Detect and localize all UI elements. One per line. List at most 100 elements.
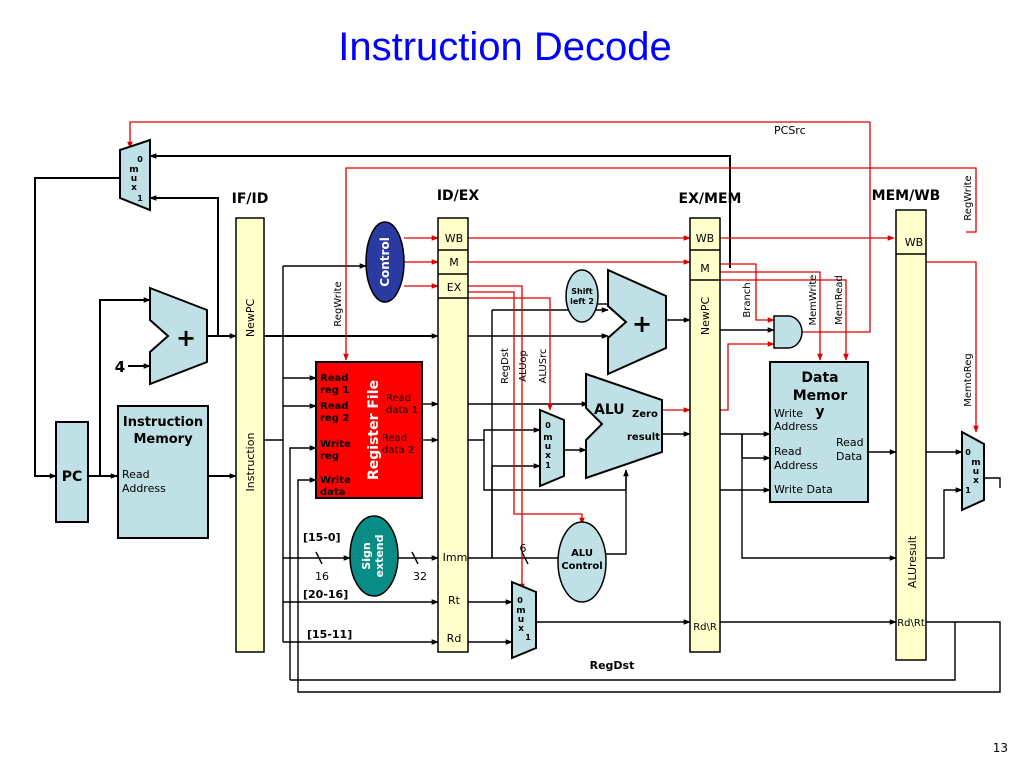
register-file-title: Register File xyxy=(366,380,382,480)
id-ex-register xyxy=(437,217,469,653)
regdst-signal-label: RegDst xyxy=(500,348,511,384)
data-mem-read-label: Read xyxy=(774,445,802,458)
bits-20-16-label: [20-16] xyxy=(303,588,348,601)
id-ex-imm-field: Imm xyxy=(443,551,468,564)
read-data2-label-a: Read xyxy=(382,433,407,444)
mem-wb-label: MEM/WB xyxy=(872,188,941,204)
mem-wb-rd-rt-field: Rd\Rt xyxy=(897,618,925,629)
regdst-mux-m: m xyxy=(516,606,525,616)
alu-control: ALU Control xyxy=(557,521,607,603)
alusrc-mux-u: u xyxy=(545,442,551,452)
alusrc-mux-x: x xyxy=(545,451,551,461)
data-mem-write-address-label: Address xyxy=(774,420,818,433)
read-data2-label-b: data 2 xyxy=(382,445,414,456)
data-mem-title-b: Memor xyxy=(793,388,848,404)
control-wires xyxy=(127,121,979,591)
data-mem-read-data-label-a: Read xyxy=(836,436,864,449)
data-mem-write-label: Write xyxy=(774,407,803,420)
read-reg2-label-b: reg 2 xyxy=(320,413,349,424)
memtoreg-signal-label: MemtoReg xyxy=(963,353,974,407)
constant-four: 4 xyxy=(115,358,125,376)
id-ex-m-field: M xyxy=(449,256,459,269)
data-mem-write-data-label: Write Data xyxy=(774,483,833,496)
mux-input-1-label: 1 xyxy=(137,194,143,203)
data-memory: Data Memor y Write Address Read Address … xyxy=(769,361,869,503)
alu-label: ALU xyxy=(594,402,625,418)
ex-mem-m-field: M xyxy=(700,262,710,275)
instr-mem-address-label: Address xyxy=(122,482,166,495)
write-data-label-a: Write xyxy=(320,475,351,486)
width-16-label: 16 xyxy=(315,570,329,583)
sign-extend-label-b: extend xyxy=(373,535,386,578)
bus-slash-6 xyxy=(521,551,529,565)
ex-mem-register xyxy=(689,217,721,653)
mux-x-label: x xyxy=(131,183,137,193)
mux-input-0-label: 0 xyxy=(137,155,143,164)
memread-signal-label: MemRead xyxy=(834,275,845,325)
mem-wb-wb-field: WB xyxy=(905,236,923,249)
alu-zero-label: Zero xyxy=(632,409,658,420)
read-reg1-label-a: Read xyxy=(320,373,348,384)
regdst-mux-x: x xyxy=(518,624,524,634)
alusrc-mux-1: 1 xyxy=(545,461,551,470)
sign-extend-unit: Sign extend xyxy=(349,515,399,597)
mux-m-label: m xyxy=(129,165,138,175)
memtoreg-mux-u: u xyxy=(973,467,979,477)
memtoreg-mux-x: x xyxy=(973,476,979,486)
width-32-label: 32 xyxy=(413,570,427,583)
write-data-label-b: data xyxy=(320,487,345,498)
data-mem-title-c: y xyxy=(815,404,824,420)
regdst-mux-0: 0 xyxy=(517,596,523,605)
alusrc-signal-label: ALUSrc xyxy=(538,349,549,384)
program-counter: PC xyxy=(55,421,89,523)
ex-mem-wb-field: WB xyxy=(696,232,714,245)
data-mem-title-a: Data xyxy=(801,370,838,386)
id-ex-rd-field: Rd xyxy=(447,632,462,645)
data-mem-read-address-label: Address xyxy=(774,459,818,472)
regdst-mux: 0 m u x 1 xyxy=(511,580,537,660)
ex-mem-label: EX/MEM xyxy=(679,191,742,207)
alu: ALU Zero result xyxy=(585,372,663,480)
bus-slash-16 xyxy=(315,551,323,565)
read-reg2-label-a: Read xyxy=(320,401,348,412)
pc-source-mux: 0 m u x 1 xyxy=(119,138,151,212)
alu-src-mux: 0 m u x 1 xyxy=(539,408,565,488)
datapath-wires xyxy=(34,153,1001,693)
id-ex-label: ID/EX xyxy=(437,188,480,204)
regdst-bottom-label: RegDst xyxy=(590,659,635,672)
slide-title: Instruction Decode xyxy=(338,25,672,69)
write-reg-label-b: reg xyxy=(320,451,339,462)
pc-adder: + xyxy=(149,286,208,386)
instr-mem-title-line1: Instruction xyxy=(123,415,203,430)
write-reg-label-a: Write xyxy=(320,439,351,450)
mux-u-label: u xyxy=(131,174,137,184)
alusrc-mux-0: 0 xyxy=(545,421,551,430)
alu-control-label-a: ALU xyxy=(571,548,593,559)
memtoreg-mux-m: m xyxy=(971,458,980,468)
data-mem-read-data-label-b: Data xyxy=(836,450,862,463)
control-unit: Control xyxy=(365,221,405,303)
shift-label-a: Shift xyxy=(571,287,593,296)
read-data1-label-b: data 1 xyxy=(386,405,418,416)
pcsrc-signal-label: PCSrc xyxy=(774,124,806,137)
width-6-label: 6 xyxy=(520,542,527,555)
instruction-memory: Instruction Memory Read Address xyxy=(117,405,209,539)
regwrite-signal-label-decode: RegWrite xyxy=(333,281,344,326)
regdst-mux-u: u xyxy=(518,615,524,625)
shift-label-b: left 2 xyxy=(570,297,594,306)
shift-left-2: Shift left 2 xyxy=(565,269,599,323)
control-label: Control xyxy=(378,237,392,287)
regdst-mux-1: 1 xyxy=(525,633,531,642)
memwrite-signal-label: MemWrite xyxy=(808,275,819,326)
if-id-label: IF/ID xyxy=(232,191,269,207)
aluop-signal-label: ALUop xyxy=(518,350,529,382)
if-id-newpc-label: NewPC xyxy=(244,299,257,338)
instr-mem-read-label: Read xyxy=(122,468,150,481)
id-ex-wb-field: WB xyxy=(445,232,463,245)
register-file: Read reg 1 Read reg 2 Write reg Write da… xyxy=(315,361,423,499)
memtoreg-mux-1: 1 xyxy=(965,486,971,495)
plus-sign: + xyxy=(176,324,196,352)
id-ex-rt-field: Rt xyxy=(448,594,461,607)
mem-wb-register xyxy=(895,209,927,661)
pc-label: PC xyxy=(62,469,83,485)
